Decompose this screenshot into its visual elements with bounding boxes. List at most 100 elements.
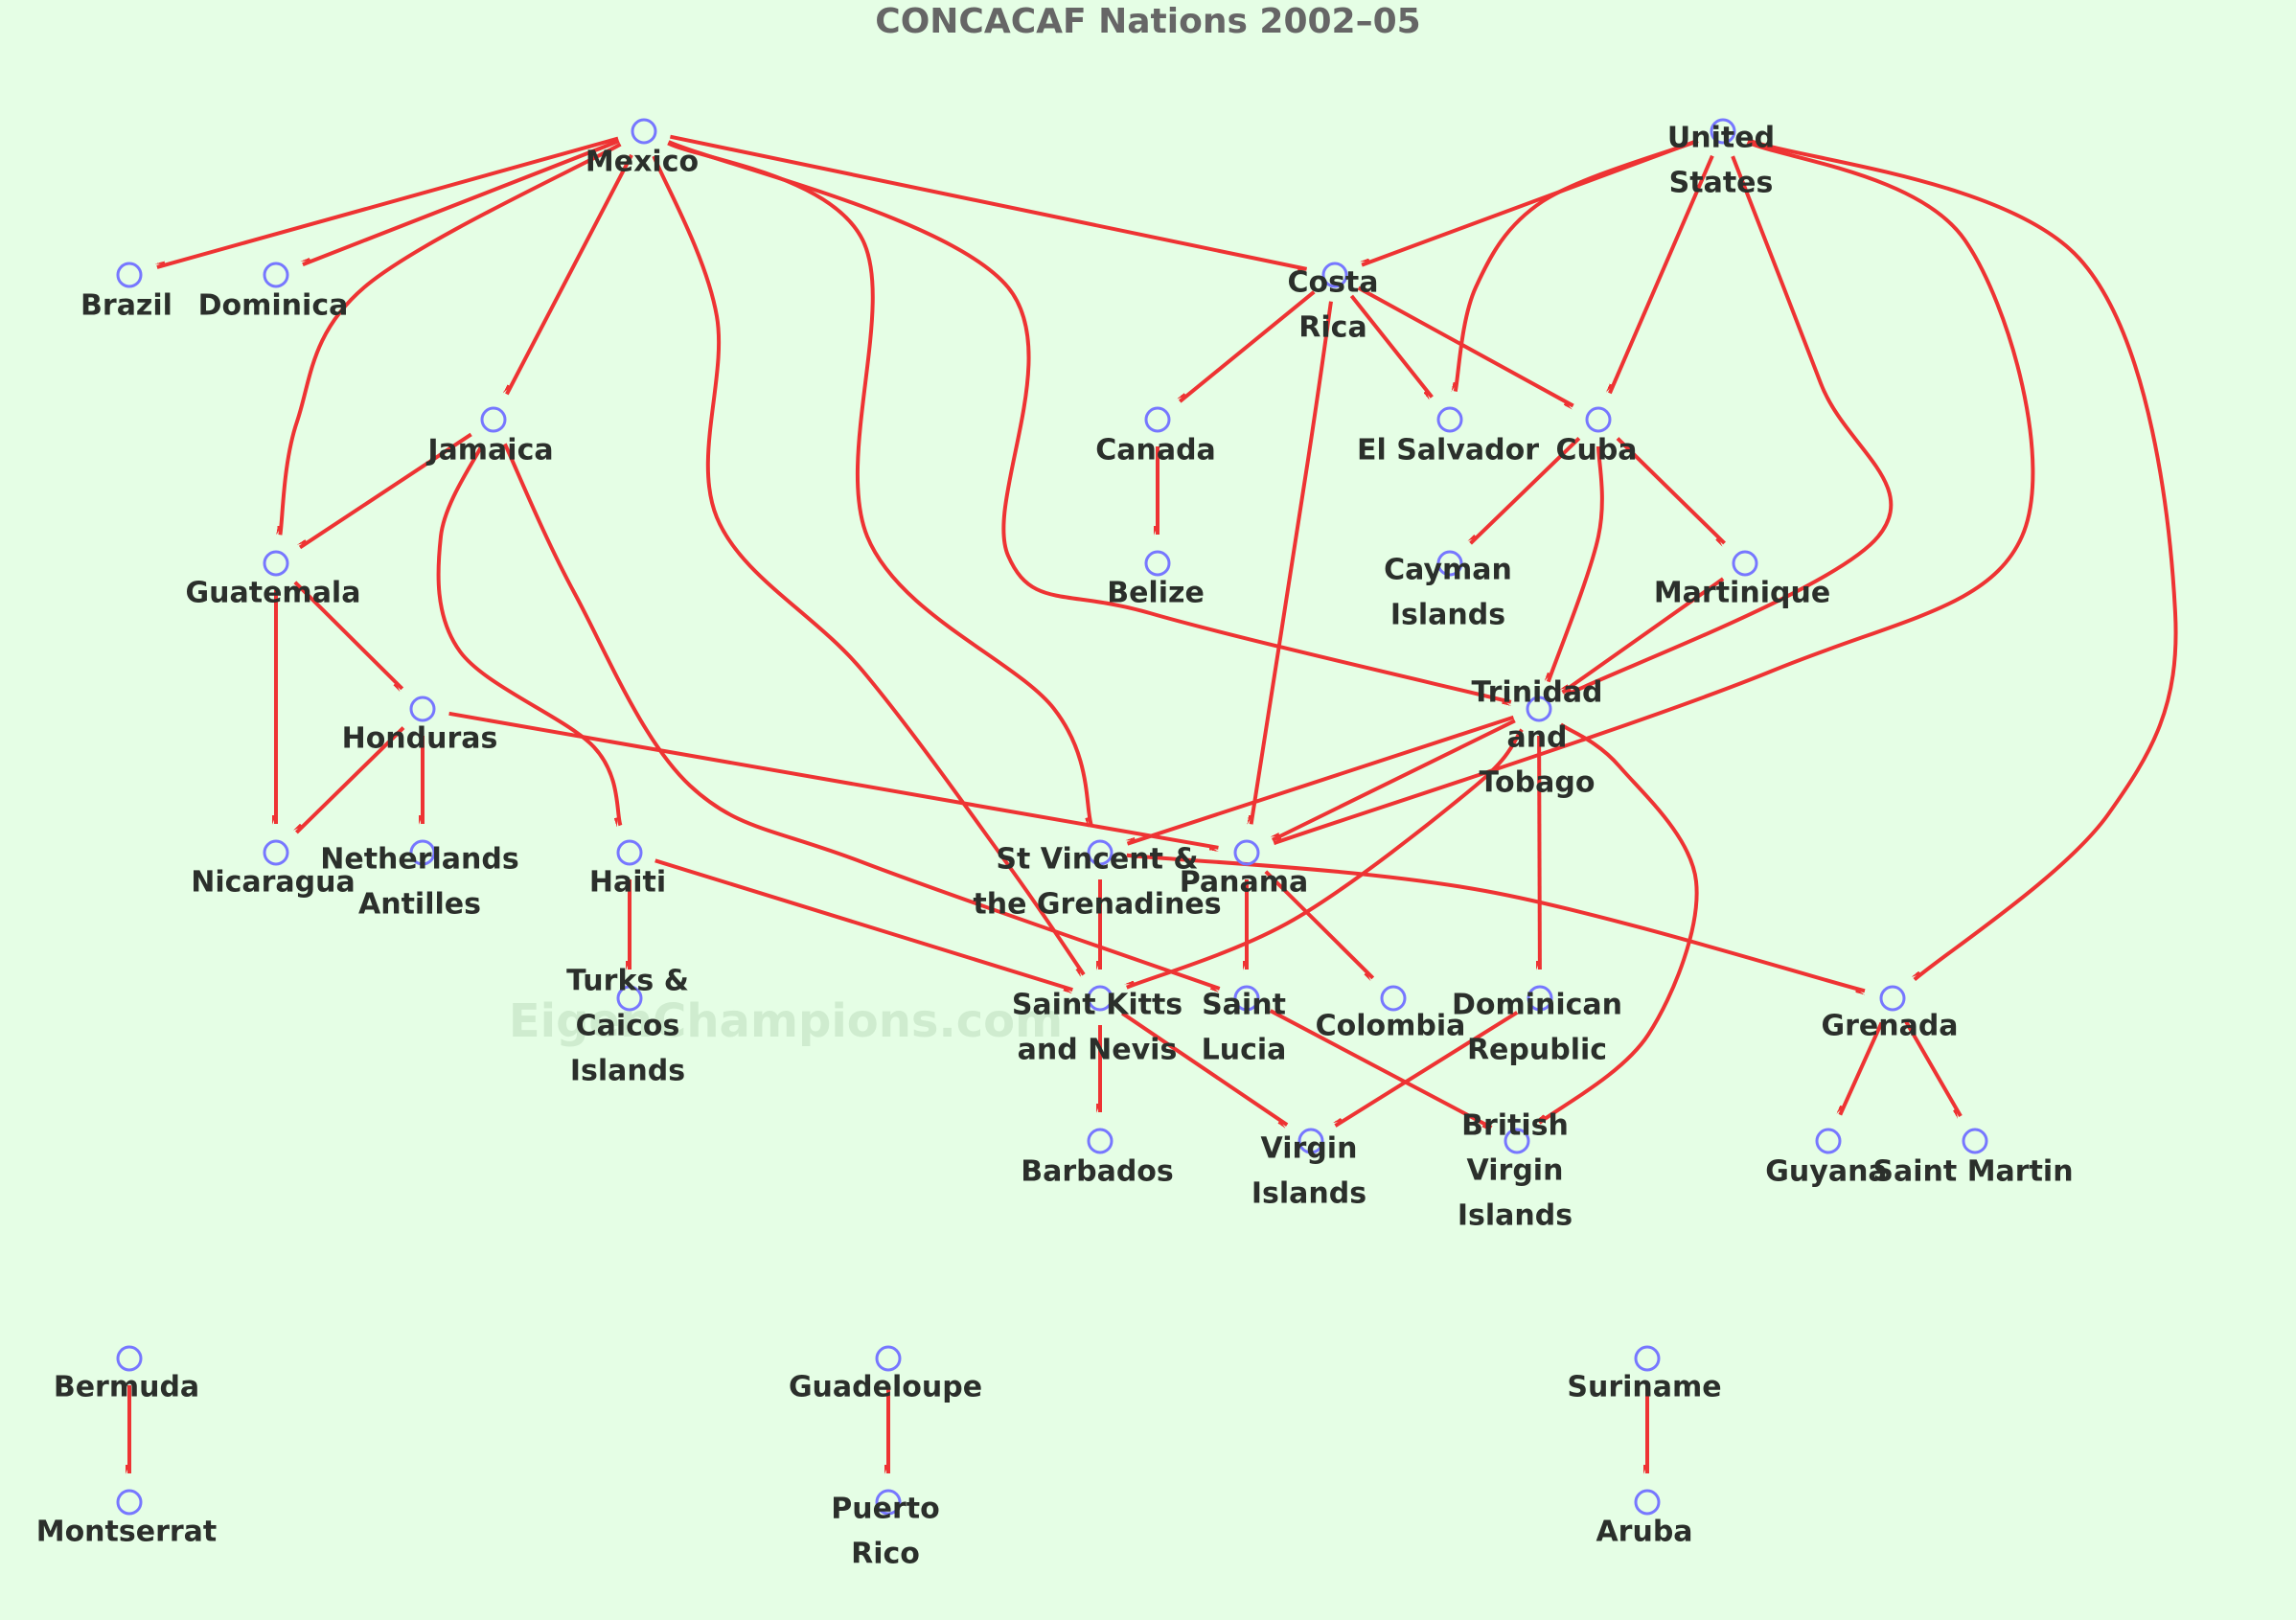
- edge-costarica-to-cuba: [1357, 285, 1573, 405]
- edge-jamaica-to-guatemala: [300, 432, 472, 550]
- node-stvincent: St Vincent &the Grenadines: [973, 839, 1222, 922]
- node-label: Islands: [1390, 599, 1505, 632]
- node-label: El Salvador: [1357, 434, 1539, 468]
- node-marker: [1436, 550, 1463, 577]
- node-label: Cayman: [1384, 554, 1512, 587]
- node-marker: [263, 262, 289, 288]
- node-marker: [875, 1345, 902, 1372]
- edge-panama-to-colombia: [1264, 870, 1375, 978]
- node-label: Virgin: [1261, 1132, 1358, 1166]
- node-marker: [631, 118, 657, 145]
- node-marker: [1233, 839, 1260, 866]
- node-grenada: Grenada: [1821, 985, 1959, 1043]
- node-label: Netherlands: [320, 843, 519, 877]
- node-marker: [1144, 406, 1171, 433]
- node-label: St Vincent &: [996, 843, 1198, 877]
- node-marker: [116, 262, 143, 288]
- node-label: States: [1669, 167, 1774, 200]
- edge-usa-to-elsalvador: [1456, 139, 1699, 391]
- node-marker: [1380, 985, 1407, 1012]
- node-marker: [1815, 1128, 1842, 1154]
- node-marker: [1436, 406, 1463, 433]
- edge-usa-to-grenada: [1747, 138, 2178, 982]
- node-label: Islands: [570, 1055, 685, 1088]
- node-label: Islands: [1458, 1199, 1573, 1233]
- edge-dominican-to-virgin: [1335, 1011, 1519, 1128]
- node-label: Haiti: [589, 866, 666, 900]
- node-marker: [1634, 1489, 1661, 1516]
- node-label: Lucia: [1202, 1034, 1287, 1067]
- node-label: Nicaragua: [191, 866, 356, 900]
- node-dominica: Dominica: [198, 262, 349, 323]
- edge-cuba-to-martinique: [1616, 437, 1726, 543]
- node-marker: [263, 550, 289, 577]
- node-honduras: Honduras: [342, 696, 497, 756]
- node-nicaragua: Nicaragua: [191, 839, 356, 900]
- node-marker: [480, 406, 507, 433]
- node-label: Republic: [1467, 1034, 1607, 1067]
- edge-grenada-to-guyana: [1840, 1021, 1884, 1115]
- node-belize: Belize: [1107, 550, 1205, 610]
- node-label: Tobago: [1480, 766, 1596, 800]
- diagram-title: CONCACAF Nations 2002–05: [875, 2, 1420, 41]
- node-label: Panama: [1180, 866, 1309, 900]
- node-label: Brazil: [80, 289, 172, 323]
- edge-mexico-to-brazil: [157, 136, 619, 269]
- edge-haiti-to-stkitts: [654, 858, 1073, 990]
- edge-mexico-to-stvincent: [667, 141, 1093, 825]
- edge-costarica-to-elsalvador: [1349, 294, 1434, 398]
- node-guyana: Guyana: [1765, 1128, 1888, 1189]
- node-label: Mexico: [585, 146, 699, 179]
- node-label: Saint Martin: [1872, 1155, 2073, 1189]
- node-marker: [1962, 1128, 1988, 1154]
- edge-honduras-to-nicaragua: [296, 726, 405, 834]
- node-marker: [616, 839, 643, 866]
- node-marker: [1087, 985, 1114, 1012]
- node-marker: [116, 1489, 143, 1516]
- node-label: Grenada: [1821, 1010, 1958, 1043]
- node-marker: [1144, 550, 1171, 577]
- node-label: Dominica: [198, 289, 349, 323]
- node-label: Virgin: [1467, 1154, 1564, 1188]
- node-marker: [616, 985, 643, 1012]
- node-label: Guadeloupe: [789, 1371, 982, 1404]
- node-canada: Canada: [1095, 406, 1216, 468]
- edge-guatemala-to-honduras: [293, 581, 404, 689]
- node-label: Barbados: [1021, 1155, 1174, 1189]
- node-elsalvador: El Salvador: [1357, 406, 1539, 468]
- edges-layer: [129, 134, 2178, 1473]
- node-label: Belize: [1107, 577, 1205, 610]
- node-marker: [263, 839, 289, 866]
- node-colombia: Colombia: [1316, 985, 1465, 1043]
- node-bermuda: Bermuda: [54, 1345, 199, 1404]
- node-label: Montserrat: [36, 1516, 218, 1549]
- node-label: Dominican: [1452, 989, 1622, 1022]
- node-haiti: Haiti: [589, 839, 666, 900]
- node-label: Cuba: [1555, 434, 1637, 468]
- node-barbados: Barbados: [1021, 1128, 1174, 1189]
- node-label: Canada: [1095, 434, 1216, 468]
- edge-mexico-to-stkitts: [652, 155, 1086, 974]
- edge-stlucia-to-bvi: [1269, 1009, 1492, 1128]
- node-label: Turks &: [566, 965, 689, 998]
- node-guadeloupe: Guadeloupe: [789, 1345, 982, 1404]
- node-marker: [409, 839, 436, 866]
- node-mexico: Mexico: [585, 118, 699, 179]
- edge-costarica-to-canada: [1180, 290, 1316, 403]
- node-marker: [1710, 118, 1736, 145]
- edge-mexico-to-trinidad: [667, 140, 1511, 702]
- node-marker: [116, 1345, 143, 1372]
- node-marker: [1879, 985, 1906, 1012]
- node-label: Rica: [1298, 311, 1366, 345]
- node-label: Caicos: [576, 1010, 680, 1043]
- edge-mexico-to-costarica: [670, 134, 1306, 269]
